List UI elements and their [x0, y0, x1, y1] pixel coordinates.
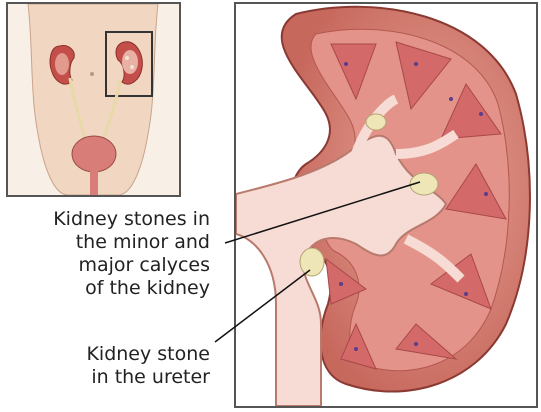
label-line: major calyces: [53, 254, 210, 277]
leader-line-ureter: [215, 270, 310, 342]
label-calyces-stones: Kidney stones in the minor and major cal…: [53, 208, 210, 300]
leader-line-calyces: [225, 182, 420, 243]
label-line: the minor and: [53, 231, 210, 254]
label-line: in the ureter: [86, 366, 210, 389]
label-ureter-stone: Kidney stone in the ureter: [86, 343, 210, 389]
label-line: Kidney stones in: [53, 208, 210, 231]
label-line: of the kidney: [53, 277, 210, 300]
label-line: Kidney stone: [86, 343, 210, 366]
